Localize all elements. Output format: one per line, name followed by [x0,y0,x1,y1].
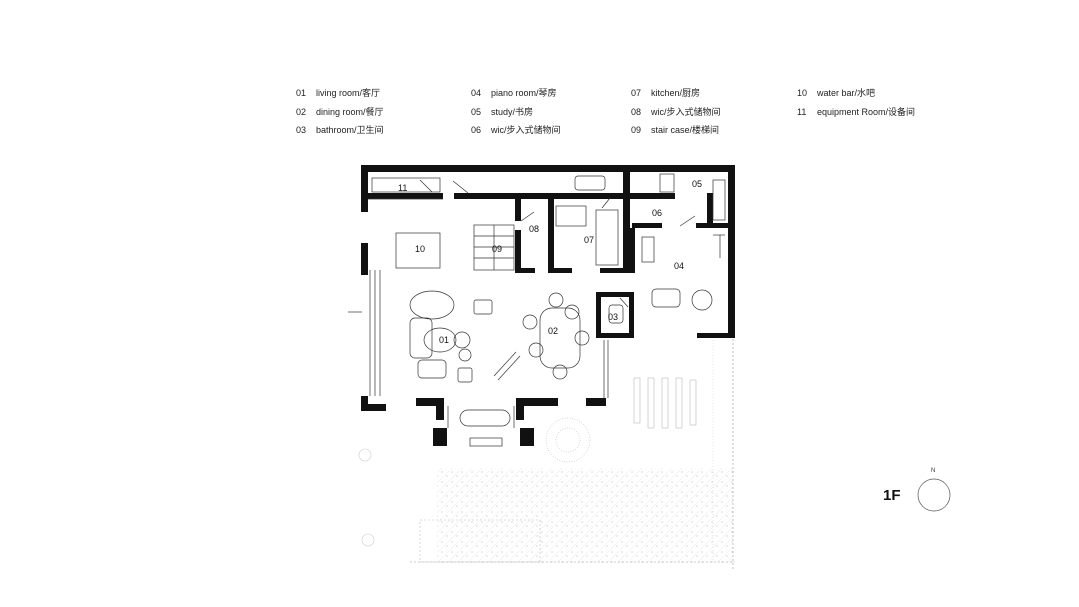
room-label-05: 05 [692,179,702,189]
room-label-01: 01 [439,335,449,345]
thin-lines [348,173,726,447]
room-labels: 11 10 09 08 07 06 05 04 03 02 01 [398,179,702,345]
north-arrow: N [917,468,951,512]
room-label-07: 07 [584,235,594,245]
room-label-10: 10 [415,244,425,254]
walls [361,165,735,446]
room-label-08: 08 [529,224,539,234]
floor-label: 1F [883,487,901,504]
room-label-06: 06 [652,208,662,218]
room-label-09: 09 [492,244,502,254]
garden-paving [358,335,735,570]
room-label-11: 11 [398,183,407,193]
north-label: N [931,468,935,474]
north-arrow-circle [917,478,951,512]
room-label-02: 02 [548,326,558,336]
room-label-04: 04 [674,261,684,271]
room-label-03: 03 [608,312,618,322]
